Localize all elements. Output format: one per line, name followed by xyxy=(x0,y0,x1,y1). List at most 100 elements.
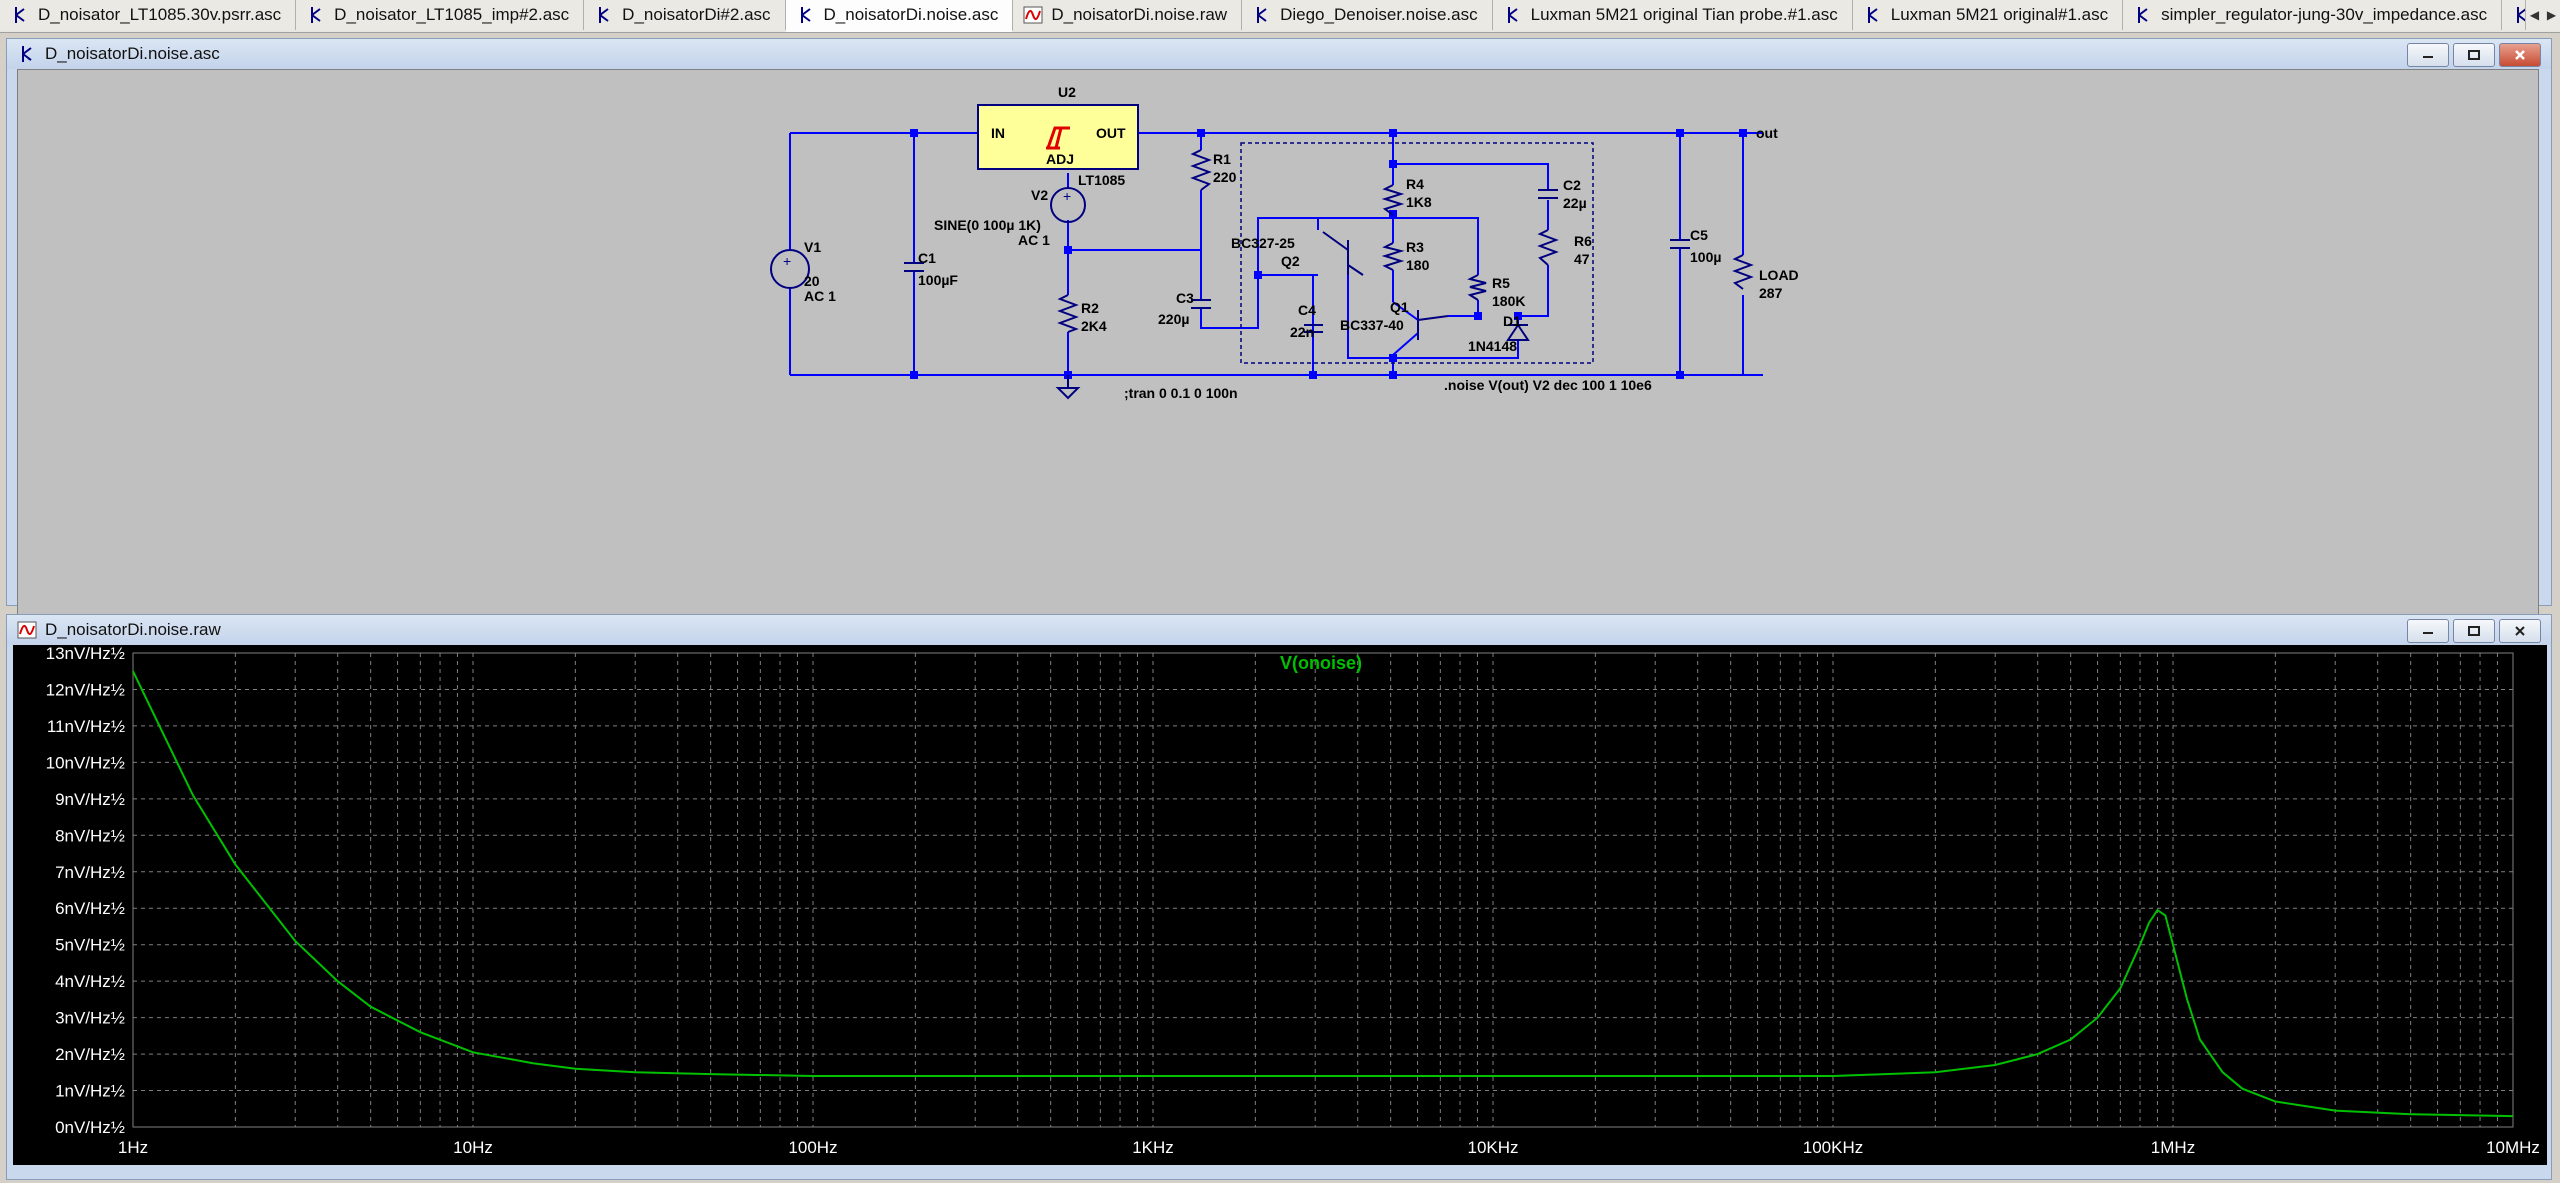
tab-label: D_noisatorDi.noise.raw xyxy=(1051,5,1228,24)
c3-label: C3 xyxy=(1176,290,1194,306)
schematic-drawing[interactable]: + + xyxy=(18,70,2538,618)
chart-title[interactable]: V(onoise) xyxy=(1280,653,1362,673)
chart-grid xyxy=(132,652,2514,1128)
y-tick-label: 1nV/Hz½ xyxy=(55,1082,125,1101)
q1-part-label: BC337-40 xyxy=(1340,317,1404,333)
v1-label: V1 xyxy=(804,239,821,255)
y-tick-label: 3nV/Hz½ xyxy=(55,1009,125,1028)
v1-plus-icon: + xyxy=(783,253,791,269)
tab-6[interactable]: Luxman 5M21 original Tian probe.#1.asc xyxy=(1492,0,1853,30)
c4-label: C4 xyxy=(1298,302,1316,318)
q2-part-label: BC327-25 xyxy=(1231,235,1295,251)
resistor-symbols[interactable] xyxy=(1057,149,1754,333)
c2-label: C2 xyxy=(1563,177,1581,193)
x-tick-label: 100KHz xyxy=(1803,1138,1863,1157)
tab-3[interactable]: D_noisatorDi.noise.asc xyxy=(785,0,1014,32)
x-tick-label: 1KHz xyxy=(1132,1138,1174,1157)
tab-1[interactable]: D_noisator_LT1085_imp#2.asc xyxy=(296,0,585,30)
y-tick-label: 7nV/Hz½ xyxy=(55,863,125,882)
schematic-icon xyxy=(1257,7,1267,23)
tab-label: Luxman 5M21 original Tian probe.#1.asc xyxy=(1530,5,1838,24)
ground-icon xyxy=(1055,375,1081,400)
c5-label: C5 xyxy=(1690,227,1708,243)
scroll-right-icon[interactable]: ▶ xyxy=(2546,8,2557,22)
d1-value: 1N4148 xyxy=(1468,338,1517,354)
x-tick-label: 10KHz xyxy=(1467,1138,1518,1157)
in-pin-label: IN xyxy=(991,125,1005,141)
d1-label: D1 xyxy=(1503,313,1521,329)
y-tick-label: 8nV/Hz½ xyxy=(55,826,125,845)
minimize-button[interactable] xyxy=(2407,43,2449,67)
waveform-icon xyxy=(17,621,37,639)
y-tick-label: 6nV/Hz½ xyxy=(55,899,125,918)
r2-value: 2K4 xyxy=(1081,318,1107,334)
y-tick-label: 12nV/Hz½ xyxy=(46,680,125,699)
x-tick-label: 1MHz xyxy=(2151,1138,2195,1157)
maximize-button[interactable] xyxy=(2453,43,2495,67)
x-tick-label: 1Hz xyxy=(118,1138,148,1157)
plot-border xyxy=(132,652,2514,1128)
r6-label: R6 xyxy=(1574,233,1592,249)
waveform-maximize-button[interactable] xyxy=(2453,619,2495,643)
minimize-icon xyxy=(2423,632,2433,634)
tab-label: D_noisatorDi.noise.asc xyxy=(823,5,999,24)
waveform-window: D_noisatorDi.noise.raw 0nV/Hz½ 1nV/Hz½ 2nV… xyxy=(6,614,2552,1180)
y-tick-label: 11nV/Hz½ xyxy=(47,717,125,736)
r4-label: R4 xyxy=(1406,176,1424,192)
x-tick-label: 10Hz xyxy=(453,1138,493,1157)
u2-label: U2 xyxy=(1058,84,1076,100)
trace-v-onoise[interactable] xyxy=(132,670,2514,1118)
v2-value: SINE(0 100µ 1K) xyxy=(934,217,1041,233)
r3-label: R3 xyxy=(1406,239,1424,255)
y-tick-labels: 0nV/Hz½1nV/Hz½2nV/Hz½3nV/Hz½4nV/Hz½5nV/H… xyxy=(46,644,125,1137)
schematic-icon xyxy=(2138,7,2148,23)
transistor-symbols[interactable] xyxy=(1322,231,1449,340)
tab-5[interactable]: Diego_Denoiser.noise.asc xyxy=(1242,0,1493,30)
c3-value: 220µ xyxy=(1158,311,1189,327)
waveform-minimize-button[interactable] xyxy=(2407,619,2449,643)
y-tick-label: 0nV/Hz½ xyxy=(55,1118,125,1137)
y-tick-label: 2nV/Hz½ xyxy=(55,1045,125,1064)
capacitor-symbols[interactable] xyxy=(904,189,1690,333)
noise-chart[interactable]: 0nV/Hz½1nV/Hz½2nV/Hz½3nV/Hz½4nV/Hz½5nV/H… xyxy=(13,644,2547,1165)
diode-symbol[interactable] xyxy=(1506,323,1530,341)
tab-8[interactable]: simpler_regulator-jung-30v_impedance.asc xyxy=(2123,0,2503,30)
y-tick-label: 5nV/Hz½ xyxy=(55,936,125,955)
schematic-icon xyxy=(599,7,609,23)
v1-source-symbol[interactable] xyxy=(770,249,810,289)
schematic-window-title: D_noisatorDi.noise.asc xyxy=(45,44,220,63)
schematic-icon xyxy=(800,7,811,23)
c1-label: C1 xyxy=(918,250,936,266)
v2-label: V2 xyxy=(1031,187,1048,203)
close-icon xyxy=(2515,626,2525,636)
document-tab-bar: D_noisator_LT1085.30v.psrr.asc D_noisator… xyxy=(0,0,2560,33)
tab-4[interactable]: D_noisatorDi.noise.raw xyxy=(1013,0,1243,30)
v2-source-symbol[interactable] xyxy=(1050,187,1086,223)
close-button[interactable] xyxy=(2499,43,2541,67)
schematic-window: D_noisatorDi.noise.asc xyxy=(6,38,2552,619)
tab-label: D_noisator_LT1085_imp#2.asc xyxy=(334,5,570,24)
schematic-icon xyxy=(311,7,321,23)
maximize-icon xyxy=(2468,50,2480,60)
adj-pin-label: ADJ xyxy=(1046,151,1074,167)
tab-label: Diego_Denoiser.noise.asc xyxy=(1280,5,1478,24)
waveform-icon xyxy=(1023,6,1043,24)
tab-0[interactable]: D_noisator_LT1085.30v.psrr.asc xyxy=(0,0,297,30)
q1-label: Q1 xyxy=(1390,299,1409,315)
noise-directive: .noise V(out) V2 dec 100 1 10e6 xyxy=(1444,377,1652,393)
c1-value: 100µF xyxy=(918,272,958,288)
lt1085-label: LT1085 xyxy=(1078,172,1125,188)
waveform-close-button[interactable] xyxy=(2499,619,2541,643)
scroll-left-icon[interactable]: ◀ xyxy=(2529,8,2540,22)
schematic-icon xyxy=(2517,7,2527,23)
tab-2[interactable]: D_noisatorDi#2.asc xyxy=(584,0,786,30)
tab-7[interactable]: Luxman 5M21 original#1.asc xyxy=(1852,0,2124,30)
load-value: 287 xyxy=(1759,285,1783,301)
wires xyxy=(789,132,1763,376)
waveform-titlebar[interactable]: D_noisatorDi.noise.raw xyxy=(7,615,2551,645)
schematic-canvas[interactable]: + + xyxy=(17,69,2539,619)
load-label: LOAD xyxy=(1759,267,1799,283)
r3-value: 180 xyxy=(1406,257,1430,273)
schematic-titlebar[interactable]: D_noisatorDi.noise.asc xyxy=(7,39,2551,69)
